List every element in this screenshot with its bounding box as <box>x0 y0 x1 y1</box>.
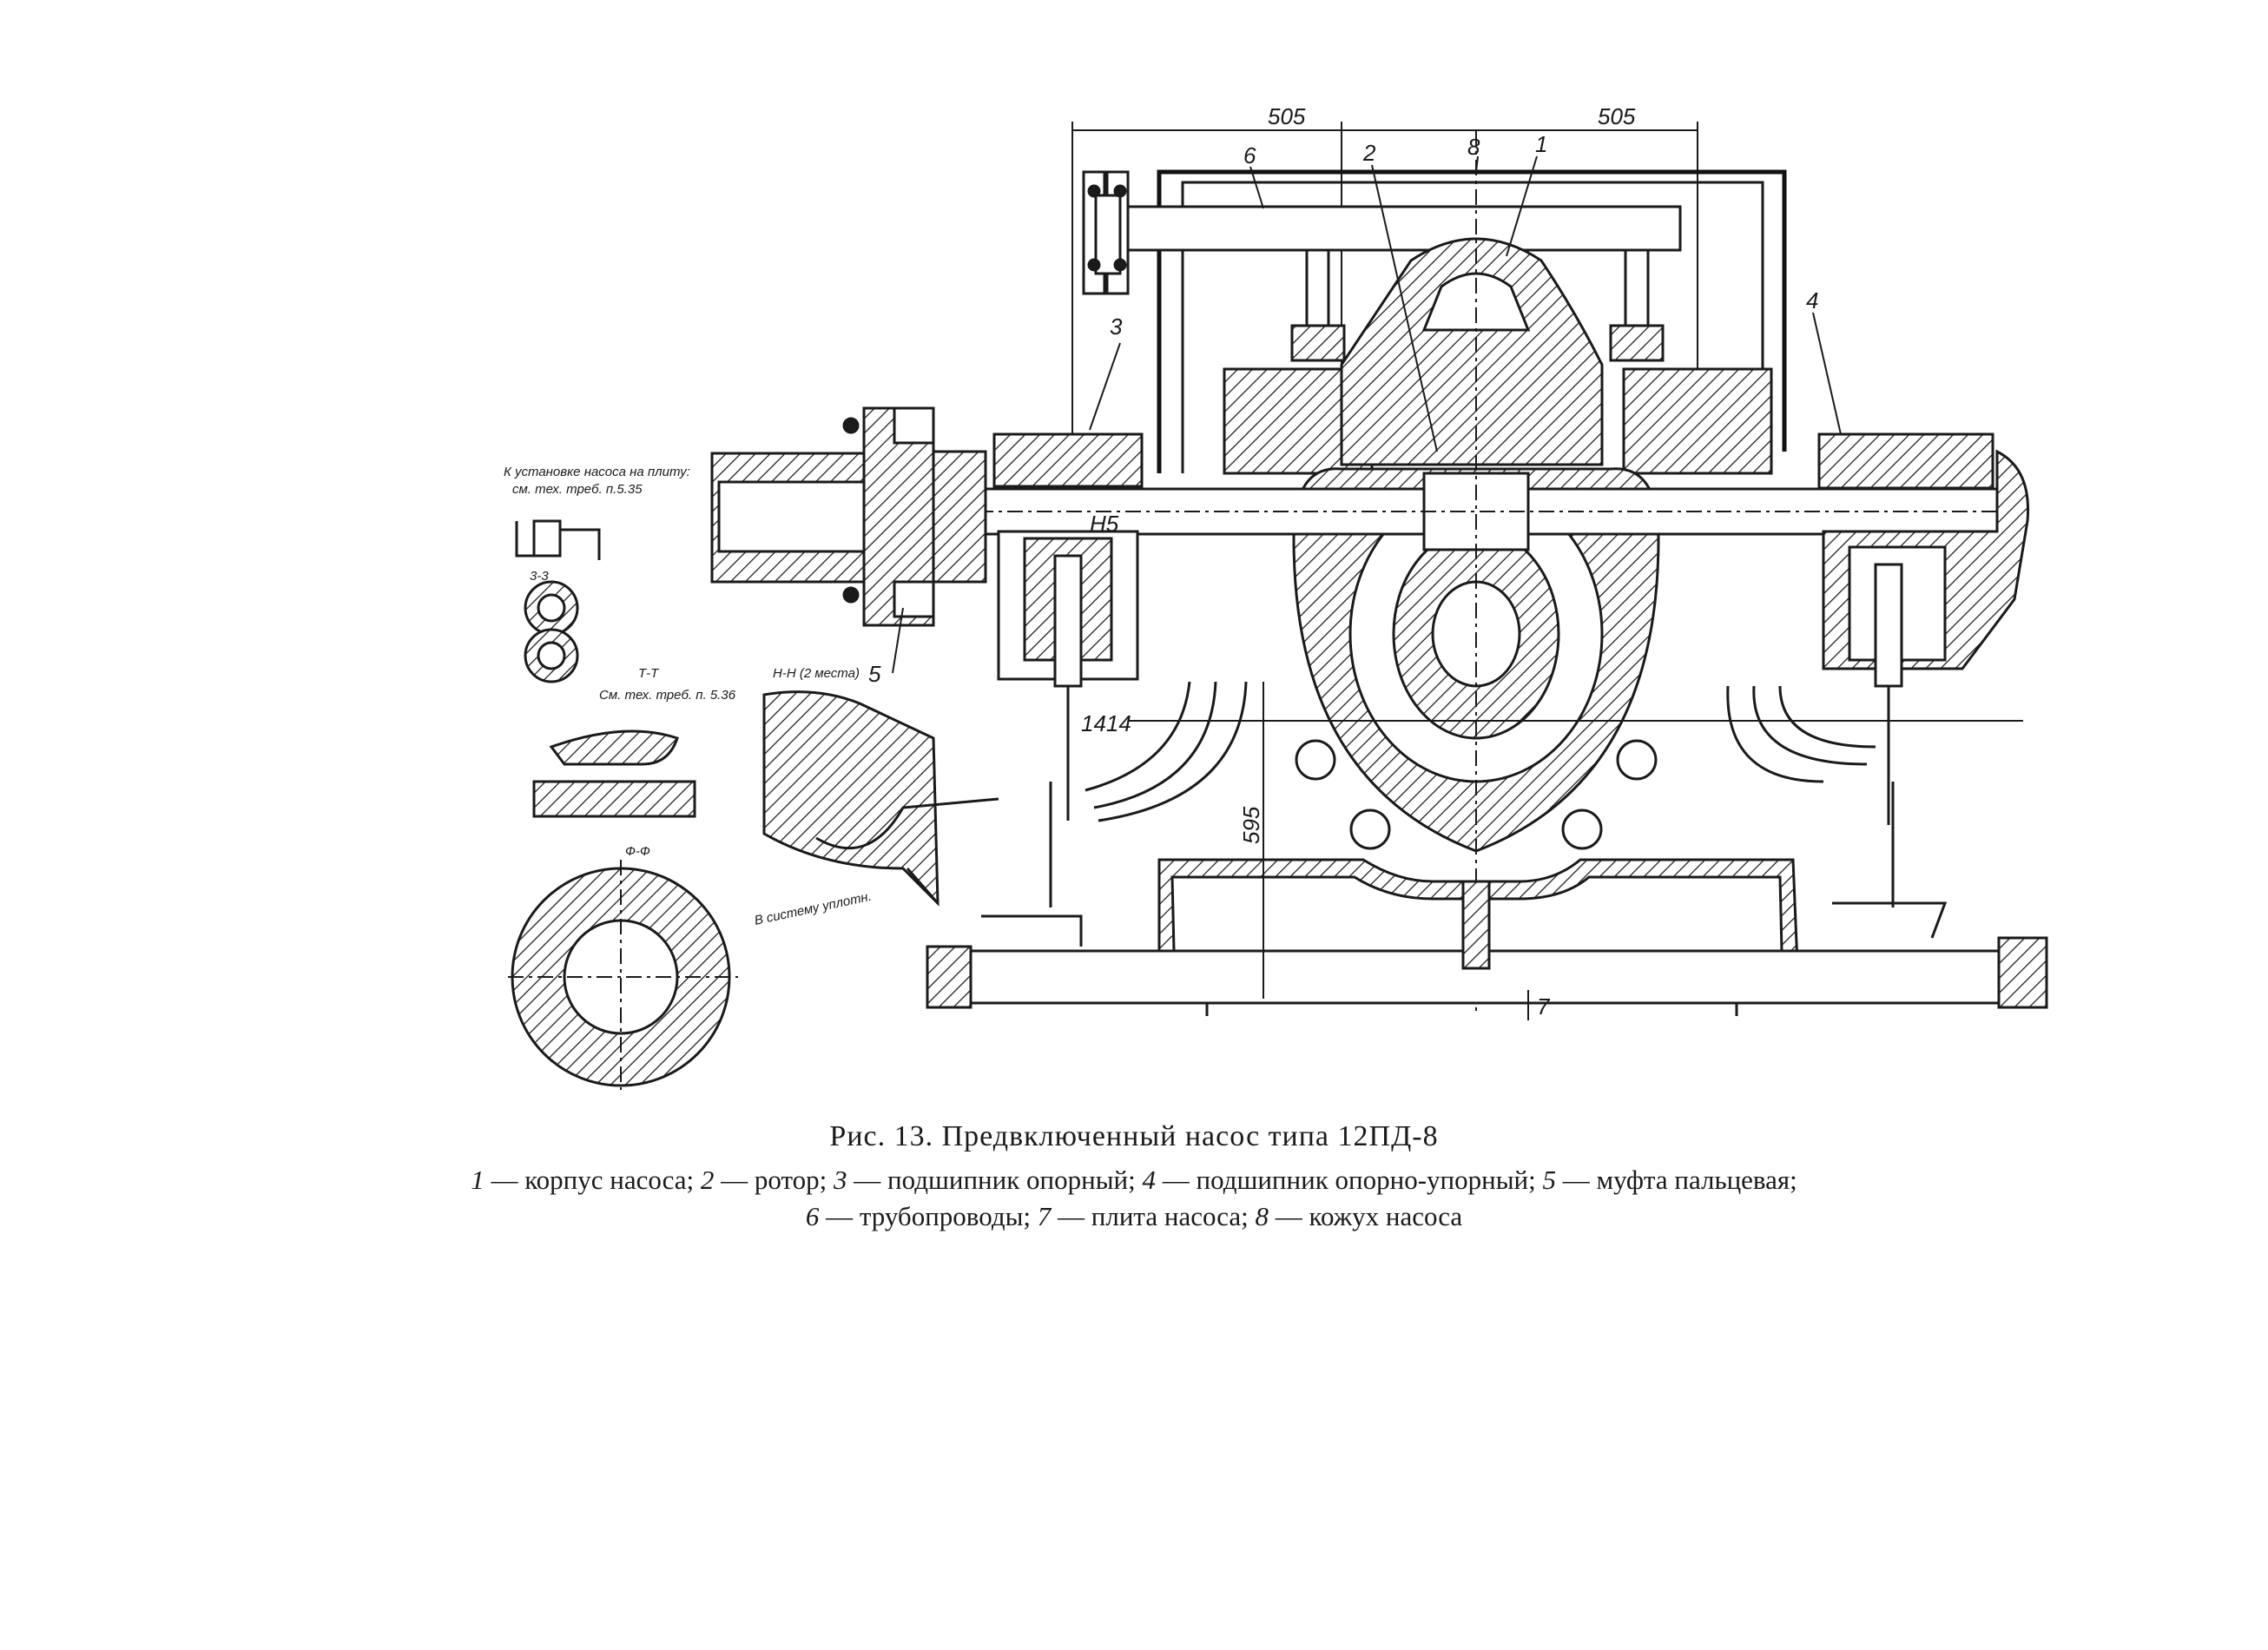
pipelines <box>1082 170 1682 362</box>
legend-num: 6 <box>805 1201 820 1231</box>
note-3: Т-Т <box>638 666 660 681</box>
callouts: 1 2 3 4 5 6 7 8 <box>868 131 1842 1020</box>
legend-num: 7 <box>1037 1201 1052 1231</box>
coupling <box>710 406 987 627</box>
legend-num: 4 <box>1142 1165 1157 1195</box>
legend-line-1: 1 — корпус насоса; 2 — ротор; 3 — подшип… <box>0 1162 2268 1198</box>
note-7: 3-3 <box>530 569 549 584</box>
legend-num: 2 <box>700 1165 715 1195</box>
legend-num: 1 <box>471 1165 485 1195</box>
callout-2: 2 <box>1362 140 1376 166</box>
callout-7: 7 <box>1537 993 1551 1020</box>
legend-line-2: 6 — трубопроводы; 7 — плита насоса; 8 — … <box>0 1198 2268 1235</box>
legend-text: — корпус насоса; <box>484 1165 701 1195</box>
callout-4: 4 <box>1806 287 1818 314</box>
callout-8: 8 <box>1467 134 1480 160</box>
note-1: К установке насоса на плиту: <box>504 465 690 479</box>
drain-pipes <box>1049 681 1895 908</box>
legend-text: — муфта пальцевая; <box>1555 1165 1797 1195</box>
callout-5: 5 <box>868 661 881 687</box>
detail-views <box>508 519 999 1090</box>
legend-text: — плита насоса; <box>1051 1201 1256 1231</box>
dim-shaft: 1414 <box>1081 710 1131 736</box>
bearing-4 <box>1817 432 2030 825</box>
dim-left: 505 <box>1268 103 1306 129</box>
callout-3: 3 <box>1110 314 1123 340</box>
top-dimensions: 505 505 <box>1071 103 1698 473</box>
dim-hs: H5 <box>1090 511 1119 537</box>
note-4: См. тех. треб. п. 5.36 <box>599 688 736 703</box>
legend-text: — подшипник опорный; <box>847 1165 1143 1195</box>
callout-1: 1 <box>1535 131 1547 157</box>
figure-caption: Рис. 13. Предвключенный насос типа 12ПД-… <box>829 1120 1439 1152</box>
note-6: Ф-Ф <box>625 844 650 859</box>
bearing-3 <box>992 432 1144 821</box>
legend-text: — ротор; <box>714 1165 834 1195</box>
figure-legend: 1 — корпус насоса; 2 — ротор; 3 — подшип… <box>0 1162 2268 1235</box>
note-2: см. тех. треб. п.5.35 <box>512 482 643 497</box>
legend-text: — трубопроводы; <box>819 1201 1038 1231</box>
pump-casing <box>1223 237 1773 853</box>
dim-right: 505 <box>1598 103 1636 129</box>
note-5: Н-Н (2 места) <box>773 666 860 681</box>
dimension-labels: 595 1414 H5 <box>1081 511 2023 999</box>
legend-num: 5 <box>1542 1165 1556 1195</box>
pump-cover-frame <box>1157 169 1787 473</box>
note-8: В систему уплотн. <box>753 889 873 928</box>
callout-6: 6 <box>1243 142 1256 168</box>
base-plate <box>926 858 2048 1016</box>
legend-num: 8 <box>1255 1201 1269 1231</box>
legend-text: — подшипник опорно-упорный; <box>1156 1165 1543 1195</box>
legend-text: — кожух насоса <box>1269 1201 1463 1231</box>
legend-num: 3 <box>834 1165 847 1195</box>
dim-height: 595 <box>1238 806 1264 844</box>
